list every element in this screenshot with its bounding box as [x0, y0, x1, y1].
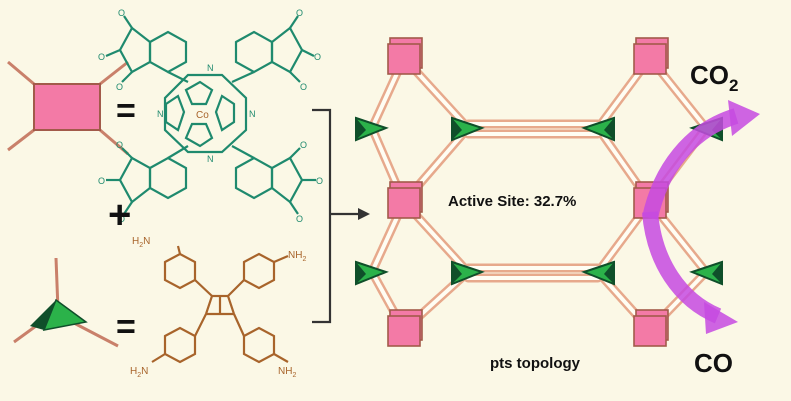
active-site-label: Active Site: 32.7% — [448, 193, 576, 210]
phthalocyanine-atoms: Co N N N N O O O O O O O O O O O O — [98, 8, 323, 224]
oxygen-label: O — [296, 8, 303, 18]
square-node-icon — [7, 60, 129, 156]
reaction-arrowhead — [358, 208, 370, 220]
nitrogen-label: N — [207, 154, 214, 164]
equals-sign-1: = — [116, 92, 136, 130]
curved-arrow-up — [642, 108, 739, 220]
triangle-node-shade — [356, 118, 366, 140]
triangle-node-shade — [452, 262, 462, 284]
amine-label: H2N — [132, 236, 150, 249]
nitrogen-label: N — [249, 109, 256, 119]
nitrogen-label: N — [207, 63, 214, 73]
reaction-bracket — [312, 108, 358, 324]
amine-label: NH2 — [288, 250, 306, 263]
amine-labels: H2N NH2 H2N NH2 — [130, 236, 306, 379]
triangle-node-shade — [712, 262, 722, 284]
cobalt-label: Co — [196, 110, 209, 121]
oxygen-label: O — [116, 140, 123, 150]
amine-label: H2N — [130, 366, 148, 379]
oxygen-label: O — [300, 140, 307, 150]
oxygen-label: O — [316, 176, 323, 186]
oxygen-label: O — [118, 8, 125, 18]
phthalocyanine-structure — [105, 15, 316, 215]
square-node — [633, 315, 667, 347]
square-node — [387, 187, 421, 219]
oxygen-label: O — [296, 214, 303, 224]
amine-label: NH2 — [278, 366, 296, 379]
oxygen-label: O — [98, 52, 105, 62]
oxygen-label: O — [98, 176, 105, 186]
equals-sign-2: = — [116, 308, 136, 346]
triangle-node-shade — [452, 118, 462, 140]
arrowhead-down — [704, 302, 738, 334]
co2-label: CO2 — [690, 60, 738, 95]
arrowhead-up — [728, 100, 760, 136]
tetrahedral-node-icon — [13, 257, 119, 348]
nitrogen-label: N — [157, 109, 164, 119]
oxygen-label: O — [116, 82, 123, 92]
amine-monomer-structure — [151, 245, 289, 364]
square-node — [387, 43, 421, 75]
triangle-node-shade — [604, 118, 614, 140]
triangle-node-shade — [356, 262, 366, 284]
pts-framework — [355, 37, 723, 347]
topology-label: pts topology — [490, 355, 581, 372]
co-label: CO — [694, 348, 733, 378]
oxygen-label: O — [314, 52, 321, 62]
oxygen-label: O — [118, 214, 125, 224]
square-node — [633, 43, 667, 75]
plus-sign: + — [108, 193, 131, 237]
triangle-node-shade — [604, 262, 614, 284]
oxygen-label: O — [300, 82, 307, 92]
conversion-arrows — [642, 100, 760, 334]
square-node — [387, 315, 421, 347]
